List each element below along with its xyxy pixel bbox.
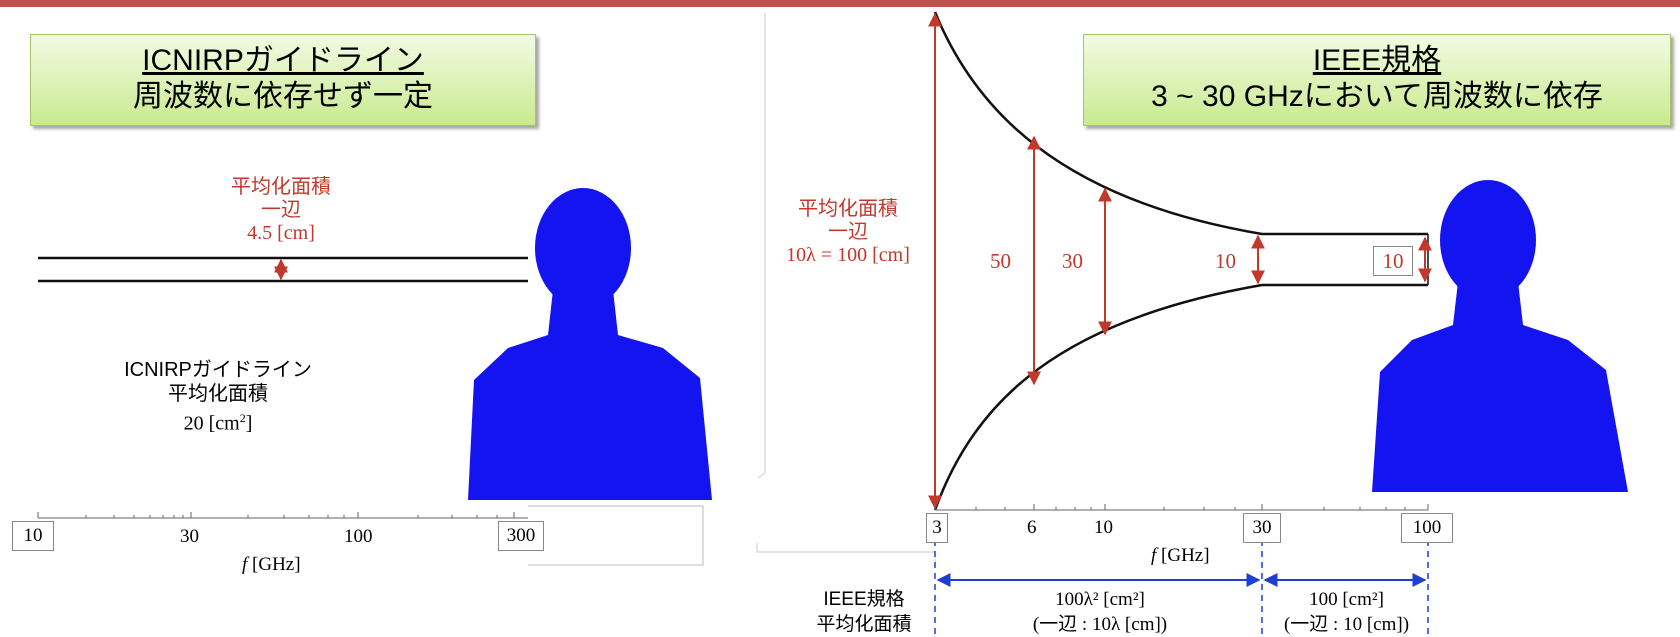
ieee-subtitle: 3 ~ 30 GHzにおいて周波数に依存 xyxy=(1151,80,1603,113)
icnirp-title-box: ICNIRPガイドライン 周波数に依存せず一定 xyxy=(30,34,536,126)
left-tick-300: 300 xyxy=(498,521,544,551)
ieee-avg-area-label: IEEE規格 平均化面積 xyxy=(816,589,912,635)
value-label-30: 30 xyxy=(1062,249,1083,273)
right-axis-label: f [GHz] xyxy=(1151,545,1210,566)
icnirp-title: ICNIRPガイドライン xyxy=(142,44,424,77)
ieee-title: IEEE規格 xyxy=(1312,44,1442,77)
left-tick-30: 30 xyxy=(180,526,199,547)
range-label-30-100: 100 [cm²] (一辺 : 10 [cm]) xyxy=(1283,589,1410,635)
top-accent-bar xyxy=(0,0,1680,7)
left-human-model xyxy=(468,188,712,500)
right-tick-6: 6 xyxy=(1027,517,1037,538)
ieee-lower-curve xyxy=(933,283,1428,511)
right-human-model xyxy=(1372,180,1628,492)
right-tick-3: 3 xyxy=(926,513,948,543)
left-tick-10: 10 xyxy=(12,521,54,551)
value-label-10-right: 10 xyxy=(1373,246,1413,276)
left-axis-label: f [GHz] xyxy=(242,554,301,575)
right-x-axis xyxy=(934,504,1429,511)
left-inner-label: ICNIRPガイドライン 平均化面積 20 [cm2] xyxy=(124,359,312,435)
left-tick-100: 100 xyxy=(344,526,373,547)
left-avg-area-label: 平均化面積 一辺 4.5 [cm] xyxy=(231,176,331,244)
right-avg-area-label: 平均化面積 一辺 10λ = 100 [cm] xyxy=(786,198,910,266)
right-tick-10: 10 xyxy=(1094,517,1113,538)
value-label-50: 50 xyxy=(990,249,1011,273)
left-x-axis xyxy=(37,512,528,519)
right-tick-100: 100 xyxy=(1401,513,1453,543)
icnirp-subtitle: 周波数に依存せず一定 xyxy=(133,80,433,113)
right-tick-30: 30 xyxy=(1243,513,1281,543)
range-label-3-30: 100λ² [cm²] (一辺 : 10λ [cm]) xyxy=(1032,589,1168,635)
ieee-upper-curve xyxy=(933,11,1428,236)
value-label-10-left: 10 xyxy=(1215,249,1236,273)
ieee-title-box: IEEE規格 3 ~ 30 GHzにおいて周波数に依存 xyxy=(1083,34,1671,126)
